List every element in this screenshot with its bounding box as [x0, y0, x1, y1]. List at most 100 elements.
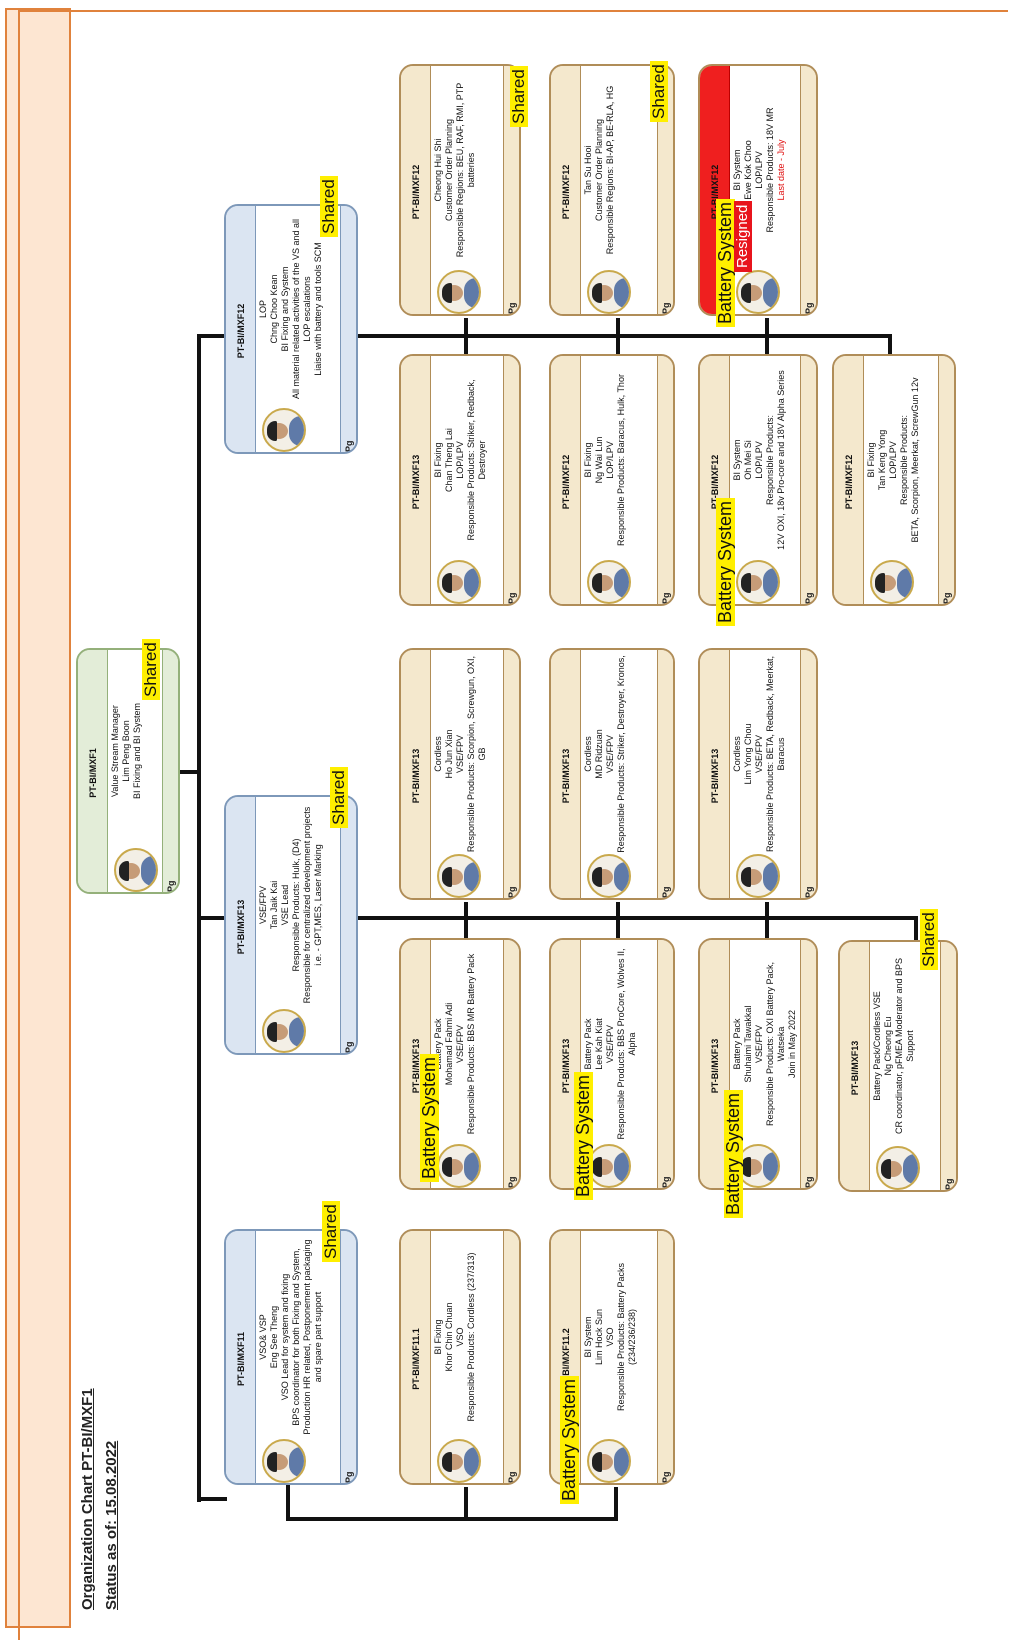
card-line: Battery Pack [583, 1018, 593, 1070]
battery-system-tag: Battery System [559, 1375, 579, 1504]
card-line: Ho Jun Xian [444, 729, 454, 779]
card-line: VSO Lead for system and fixing [280, 1273, 290, 1401]
card-line: BI Fixing [583, 442, 593, 478]
card-header: PT-BI/MXF13 [700, 650, 730, 898]
card-line: Chan Theng Lai [444, 428, 454, 492]
card-line: MD Ridzuan [594, 729, 604, 779]
shared-tag: Shared [141, 639, 160, 700]
chart-title: Organization Chart PT-BI/MXF1 Status as … [70, 1220, 130, 1620]
card-footer: Pg [657, 1231, 673, 1483]
card-line: Oh Mei Si [743, 440, 753, 480]
card-line: Battery Pack/Cordless VSE [872, 991, 882, 1101]
card-line: Tan Jaik Kai [269, 880, 279, 930]
avatar [587, 854, 631, 898]
card-line: Responsible Products: BBS MR Battery Pac… [466, 953, 476, 1135]
card-line: Responsible Regions: BI-AP, BE-RLA, HG [605, 85, 615, 255]
pg-label: Pg [661, 302, 671, 314]
connector-line [464, 902, 468, 940]
card-line: VSO [605, 1327, 615, 1347]
card-header: PT-BI/MXF1 [78, 650, 108, 892]
avatar [587, 1439, 631, 1483]
chart-title-line1: Organization Chart PT-BI/MXF1 [79, 1388, 96, 1610]
avatar [736, 560, 780, 604]
position-code: PT-BI/MXF13 [710, 748, 720, 804]
shared-tag: Shared [919, 909, 938, 970]
card-line: Cheong Hui Shi [433, 138, 443, 202]
shared-tag: Shared [321, 1201, 340, 1262]
card-line: Responsible Products: Hulk, (D4) [291, 838, 301, 972]
card-line: Cordless [583, 736, 593, 772]
card-footer: Pg [800, 940, 816, 1188]
card-line: Responsible Products: Battery Packs (234… [616, 1262, 637, 1412]
card-line: VSE/FPV [258, 886, 268, 925]
card-line: Responsible Products: Striker, Destroyer… [616, 655, 626, 853]
position-code: PT-BI/MXF1 [88, 748, 98, 798]
card-footer: Pg [800, 650, 816, 898]
pg-label: Pg [661, 1471, 671, 1483]
card-line: Responsible Products: Cordless (237/313) [466, 1252, 476, 1422]
avatar [262, 1439, 306, 1483]
avatar [437, 270, 481, 314]
card-line: LOP/LPV [754, 441, 764, 479]
card-footer: Pg [657, 356, 673, 604]
card-header: PT-BI/MXF12 [401, 66, 431, 314]
card-line: LOP/LPV [455, 441, 465, 479]
pg-label: Pg [942, 592, 952, 604]
pg-label: Pg [944, 1178, 954, 1190]
card-line: Eng See Theng [269, 1305, 279, 1369]
card-line: BI Fixing [433, 442, 443, 478]
card-footer: Pg [503, 1231, 519, 1483]
card-line: BI Fixing and BI System [132, 702, 142, 800]
card-line: BI System [732, 439, 742, 481]
avatar [587, 560, 631, 604]
card-line: BI System [583, 1316, 593, 1358]
card-line: Responsible Products: OXI Battery Pack, … [765, 961, 786, 1127]
card-footer: Pg [162, 650, 178, 892]
position-code: PT-BI/MXF13 [411, 454, 421, 510]
connector-line [179, 770, 199, 774]
card-line: Customer Order Planning [594, 118, 604, 222]
card-footer: Pg [800, 66, 816, 314]
pg-label: Pg [344, 440, 354, 452]
card-line: Ewe Kok Choo [743, 140, 753, 200]
avatar [870, 560, 914, 604]
battery-system-tag: Battery System [723, 1089, 743, 1218]
card-footer: Pg [340, 206, 356, 452]
card-line: Lim Yong Chou [743, 723, 753, 785]
card-footer: Pg [340, 1231, 356, 1483]
connector-line [616, 318, 620, 354]
card-line: VSE/FPV [605, 1025, 615, 1064]
card-line: Shuhaimi Tawakkal [743, 1005, 753, 1083]
card-line: BI Fixing [433, 1319, 443, 1355]
connector-line [358, 334, 892, 338]
card-line: Ng Wai Lun [594, 436, 604, 484]
position-code: PT-BI/MXF12 [561, 164, 571, 220]
position-code: PT-BI/MXF11 [236, 1332, 246, 1387]
card-header: PT-BI/MXF12 [551, 356, 581, 604]
shared-tag: Shared [329, 767, 348, 828]
card-line: Responsible Regions: BEU, RAF, RMI, PTP … [455, 82, 476, 258]
card-line: Tan Su Hooi [583, 145, 593, 195]
connector-line [464, 318, 468, 354]
position-code: PT-BI/MXF13 [411, 748, 421, 804]
card-line: Responsible for centralized development … [302, 806, 323, 1004]
card-line: All material related activities of the V… [291, 218, 312, 400]
pg-label: Pg [507, 302, 517, 314]
pg-label: Pg [507, 886, 517, 898]
last-date-note: Last date - July [776, 139, 786, 201]
connector-line [286, 1485, 290, 1521]
